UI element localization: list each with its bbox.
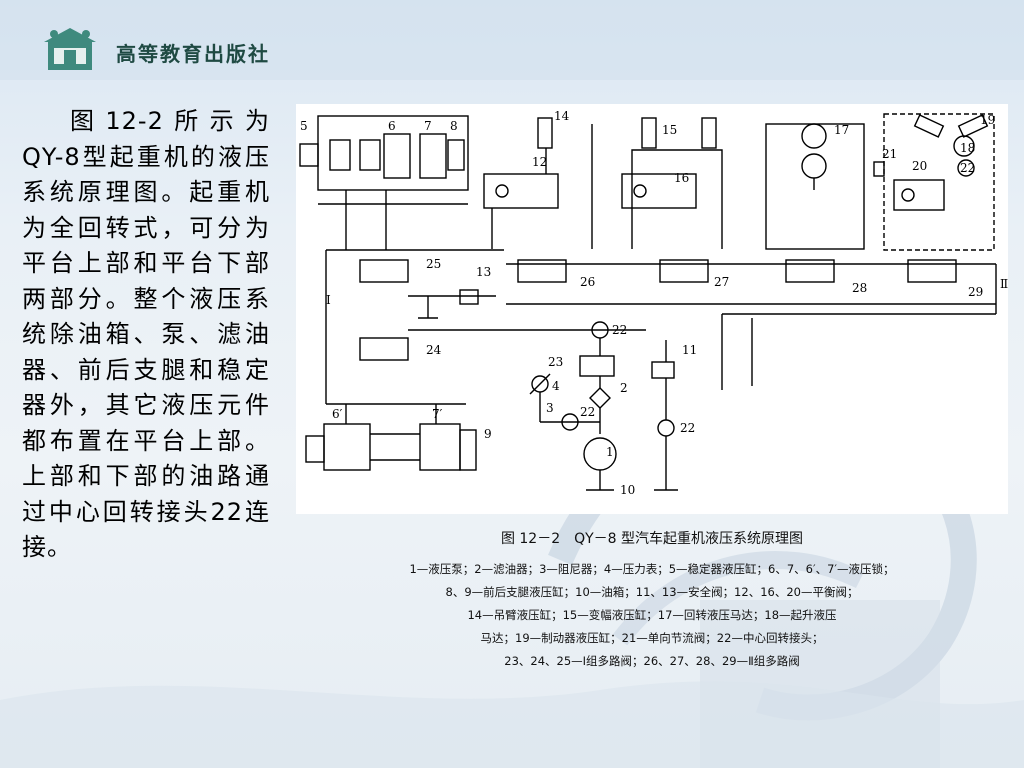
- label-22-upper: 22: [960, 161, 975, 175]
- label-28: 28: [852, 281, 867, 295]
- label-15: 15: [662, 123, 677, 137]
- label-11: 11: [682, 343, 697, 357]
- caption-line-1: 1—液压泵；2—滤油器；3—阻尼器；4—压力表；5—稳定器液压缸；6、7、6′、…: [409, 562, 895, 576]
- label-6: 6: [388, 119, 396, 133]
- label-12: 12: [532, 155, 547, 169]
- publisher-name: 高等教育出版社: [116, 42, 270, 66]
- figure-caption: 图 12－2 QY－8 型汽车起重机液压系统原理图 1—液压泵；2—滤油器；3—…: [296, 528, 1008, 673]
- label-5: 5: [300, 119, 308, 133]
- publisher-logo-icon: [44, 28, 96, 70]
- caption-line-5: 23、24、25—Ⅰ组多路阀；26、27、28、29—Ⅱ组多路阀: [504, 654, 800, 668]
- caption-line-2: 8、9—前后支腿液压缸；10—油箱；11、13—安全阀；12、16、20—平衡阀…: [445, 585, 859, 599]
- label-16: 16: [674, 171, 689, 185]
- label-21: 21: [882, 147, 897, 161]
- caption-line-4: 马达；19—制动器液压缸；21—单向节流阀；22—中心回转接头；: [480, 631, 824, 645]
- description-paragraph: 图12-2所示为QY-8型起重机的液压系统原理图。起重机为全回转式，可分为平台上…: [22, 107, 270, 561]
- label-29: 29: [968, 285, 983, 299]
- label-22-pressure: 22: [612, 323, 627, 337]
- label-24: 24: [426, 343, 442, 357]
- label-2: 2: [620, 381, 628, 395]
- label-7-prime: 7′: [432, 407, 443, 421]
- label-group-1: Ⅰ: [326, 293, 331, 307]
- label-4: 4: [552, 379, 560, 393]
- label-9: 9: [484, 427, 492, 441]
- label-group-2: Ⅱ: [1000, 277, 1008, 291]
- label-26: 26: [580, 275, 595, 289]
- schematic-drawing: 1 2 3 4 5 6 7 8 9 10 11 12 13 14 15 16 1…: [299, 109, 1008, 497]
- label-3: 3: [546, 401, 554, 415]
- label-27: 27: [714, 275, 729, 289]
- label-23: 23: [548, 355, 563, 369]
- label-18: 18: [960, 141, 975, 155]
- label-10: 10: [620, 483, 635, 497]
- label-25: 25: [426, 257, 441, 271]
- label-6-prime: 6′: [332, 407, 343, 421]
- caption-line-3: 14—吊臂液压缸；15—变幅液压缸；17—回转液压马达；18—起升液压: [467, 608, 837, 622]
- label-20: 20: [912, 159, 927, 173]
- label-8: 8: [450, 119, 458, 133]
- label-22-return: 22: [680, 421, 695, 435]
- label-17: 17: [834, 123, 849, 137]
- label-13: 13: [476, 265, 491, 279]
- label-22-lower: 22: [580, 405, 595, 419]
- label-7: 7: [424, 119, 432, 133]
- hydraulic-schematic: 1 2 3 4 5 6 7 8 9 10 11 12 13 14 15 16 1…: [296, 104, 1008, 514]
- label-19: 19: [980, 113, 995, 127]
- label-14: 14: [554, 109, 570, 123]
- caption-title: 图 12－2 QY－8 型汽车起重机液压系统原理图: [500, 531, 804, 547]
- label-1: 1: [606, 445, 614, 459]
